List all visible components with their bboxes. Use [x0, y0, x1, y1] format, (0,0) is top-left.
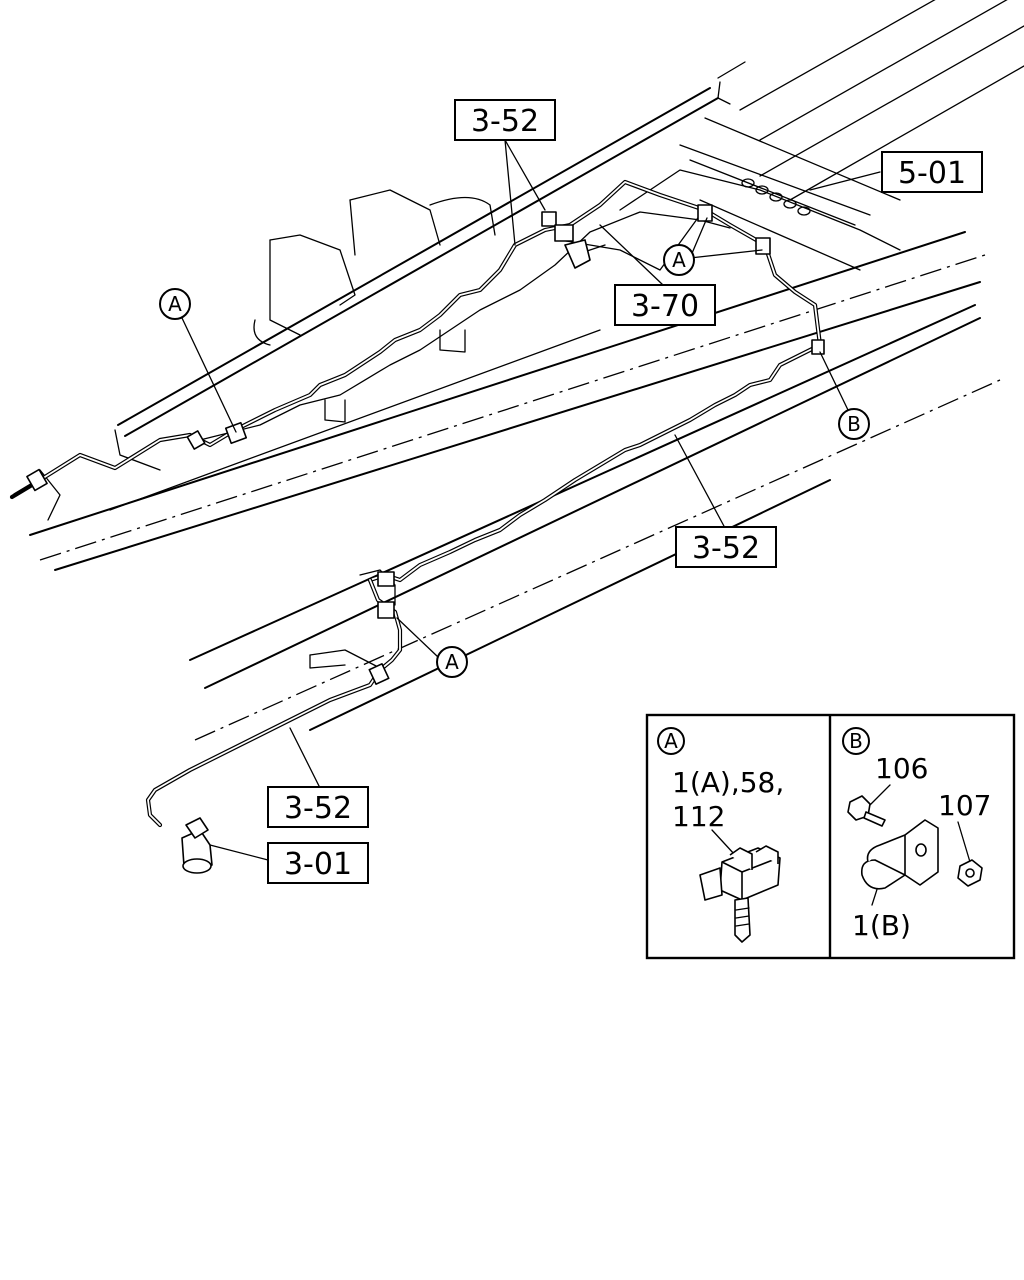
marker-letter: B — [847, 412, 861, 436]
detail-a-parts-line1: 1(A),58, — [672, 766, 784, 799]
marker-letter: A — [168, 292, 182, 316]
marker-a-top: A — [663, 244, 695, 276]
detail-a: A 1(A),58, 112 — [657, 727, 784, 943]
nut-part — [957, 859, 983, 887]
callout-3-70: 3-70 — [614, 284, 716, 326]
callout-label: 3-52 — [284, 791, 352, 826]
brake-pipes — [9, 179, 823, 828]
pipe-clips — [26, 204, 825, 874]
callout-3-01: 3-01 — [267, 842, 369, 884]
detail-a-parts-line2: 112 — [672, 800, 725, 833]
callout-label: 3-52 — [692, 531, 760, 566]
callout-5-01: 5-01 — [881, 151, 983, 193]
callout-3-52-middle: 3-52 — [675, 526, 777, 568]
detail-b: B 106 107 1(B) — [842, 727, 991, 942]
chassis-frame — [29, 0, 1024, 741]
callout-label: 3-70 — [631, 289, 699, 324]
marker-b: B — [838, 408, 870, 440]
crossmember-holes — [741, 178, 811, 216]
detail-b-marker: B — [849, 729, 863, 753]
leader-lines — [181, 139, 881, 861]
brake-hose-connector — [181, 817, 213, 874]
marker-a-left: A — [159, 288, 191, 320]
detail-b-clip-label: 1(B) — [852, 909, 911, 942]
bolt-part — [847, 795, 886, 827]
marker-letter: A — [672, 248, 686, 272]
detail-b-bolt-number: 106 — [875, 752, 928, 785]
detail-a-marker: A — [664, 729, 678, 753]
detail-b-nut-number: 107 — [938, 789, 991, 822]
callout-3-52-bottom: 3-52 — [267, 786, 369, 828]
pipe-clip-part — [699, 845, 781, 943]
marker-a-bottom: A — [436, 646, 468, 678]
detail-panels — [645, 713, 1016, 960]
callout-label: 5-01 — [898, 156, 966, 191]
callout-3-52-top: 3-52 — [454, 99, 556, 141]
marker-letter: A — [445, 650, 459, 674]
callout-label: 3-52 — [471, 104, 539, 139]
callout-label: 3-01 — [284, 847, 352, 882]
bracket-clip-part — [860, 819, 939, 890]
